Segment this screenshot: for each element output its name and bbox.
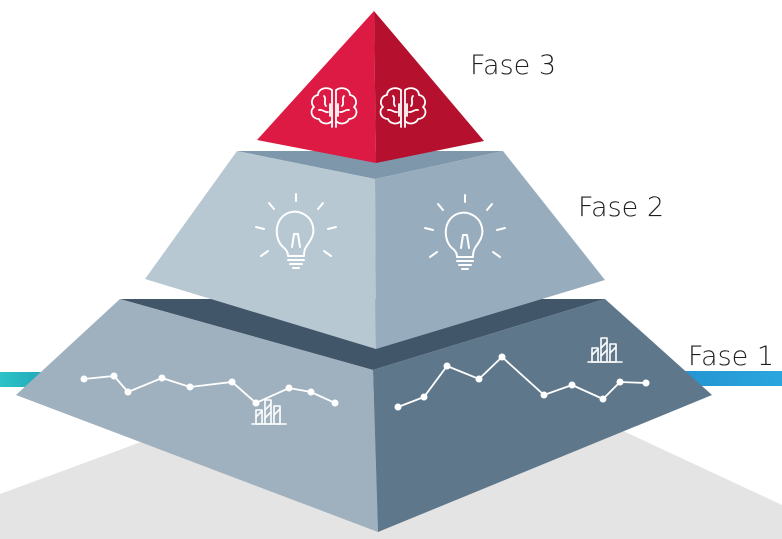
- phase-2-label: Fase 2: [578, 192, 665, 223]
- line-chart-icon: [394, 353, 650, 411]
- phase-1-label: Fase 1: [688, 341, 775, 372]
- line-chart-icon: [80, 372, 339, 407]
- phase-3-label: Fase 3: [470, 50, 557, 81]
- pyramid-level-3: [257, 11, 484, 163]
- pyramid-level-2: [145, 151, 605, 349]
